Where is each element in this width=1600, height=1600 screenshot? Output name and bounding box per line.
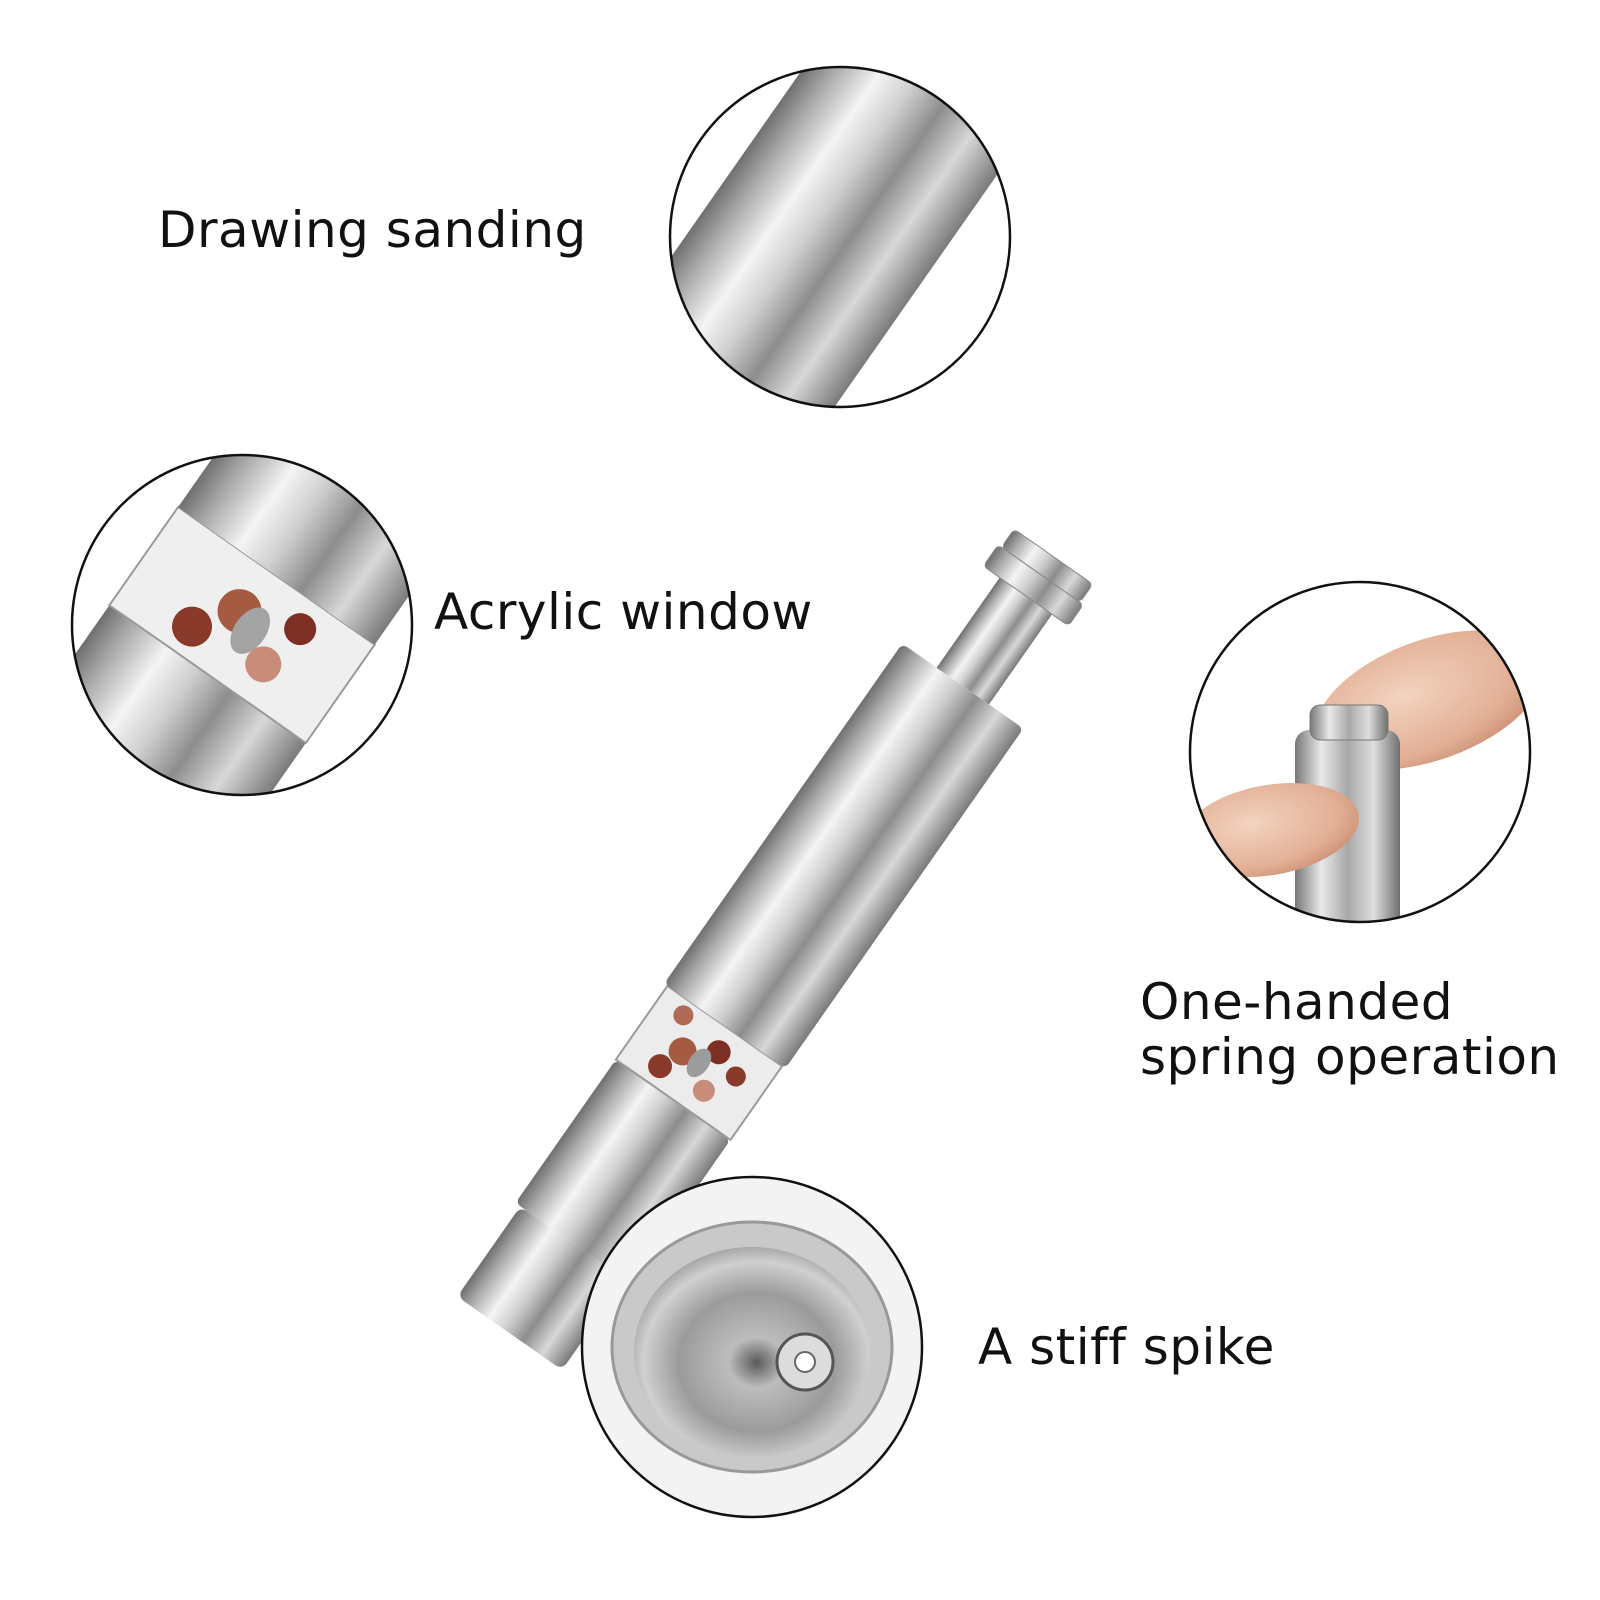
label-acrylic-window: Acrylic window	[434, 583, 813, 641]
label-spring-operation: One-handed spring operation	[1140, 975, 1560, 1085]
spice-window	[648, 1005, 746, 1102]
label-spring-line1: One-handed	[1140, 973, 1454, 1031]
label-stiff-spike: A stiff spike	[978, 1318, 1275, 1376]
detail-circle-sanding	[668, 65, 1012, 409]
label-drawing-sanding: Drawing sanding	[158, 201, 587, 259]
detail-circle-hand	[1188, 580, 1532, 924]
detail-circle-spike	[580, 1175, 924, 1519]
pepper-grinder	[460, 530, 1092, 1367]
label-spring-line2: spring operation	[1140, 1028, 1560, 1086]
detail-circle-window	[70, 453, 414, 797]
